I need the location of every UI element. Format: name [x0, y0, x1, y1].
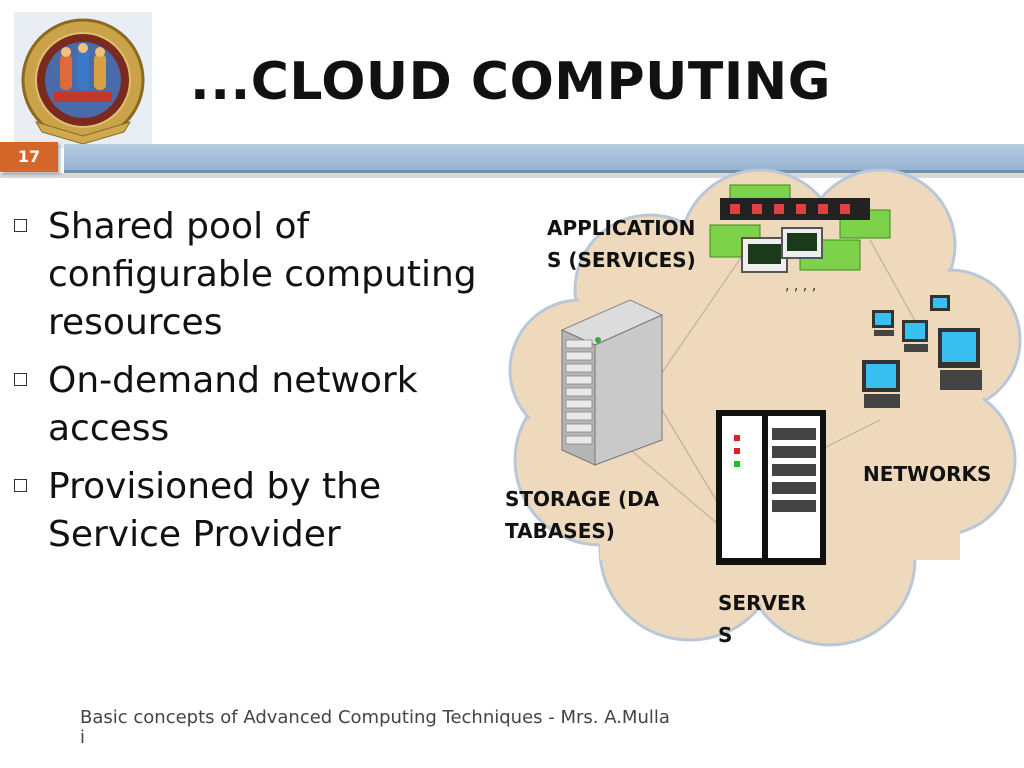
square-bullet-icon — [14, 373, 27, 386]
bullet-text: On-demand network access — [48, 360, 418, 449]
server-rack-illustration — [716, 410, 826, 565]
label-storage: STORAGE (DATABASES) — [505, 487, 660, 543]
college-logo — [14, 12, 152, 148]
slide-footer: Basic concepts of Advanced Computing Tec… — [80, 707, 670, 748]
applications-illustration: , , , , — [709, 184, 891, 294]
bullet-item: Provisioned by the Service Provider — [12, 463, 512, 559]
square-bullet-icon — [14, 219, 27, 232]
title-band — [64, 144, 1024, 173]
bullet-text: Provisioned by the Service Provider — [48, 466, 382, 555]
label-servers: SERVERS — [718, 591, 807, 647]
svg-text:, , , ,: , , , , — [785, 278, 816, 294]
network-computers-illustration — [862, 295, 982, 408]
label-applications: APPLICATIONS (SERVICES) — [547, 216, 696, 272]
bullet-text: Shared pool of configurable computing re… — [48, 206, 477, 343]
storage-tower-illustration — [560, 299, 664, 466]
band-shadow — [0, 173, 1024, 178]
bullet-list: Shared pool of configurable computing re… — [12, 203, 512, 569]
cloud-illustration: , , , , — [508, 168, 1022, 647]
bullet-item: On-demand network access — [12, 357, 512, 453]
cloud-diagram: , , , , — [500, 160, 1024, 660]
slide-number: 17 — [0, 142, 58, 172]
bullet-item: Shared pool of configurable computing re… — [12, 203, 512, 347]
label-networks: NETWORKS — [863, 462, 992, 486]
square-bullet-icon — [14, 479, 27, 492]
slide-title: ...CLOUD COMPUTING — [190, 52, 831, 112]
